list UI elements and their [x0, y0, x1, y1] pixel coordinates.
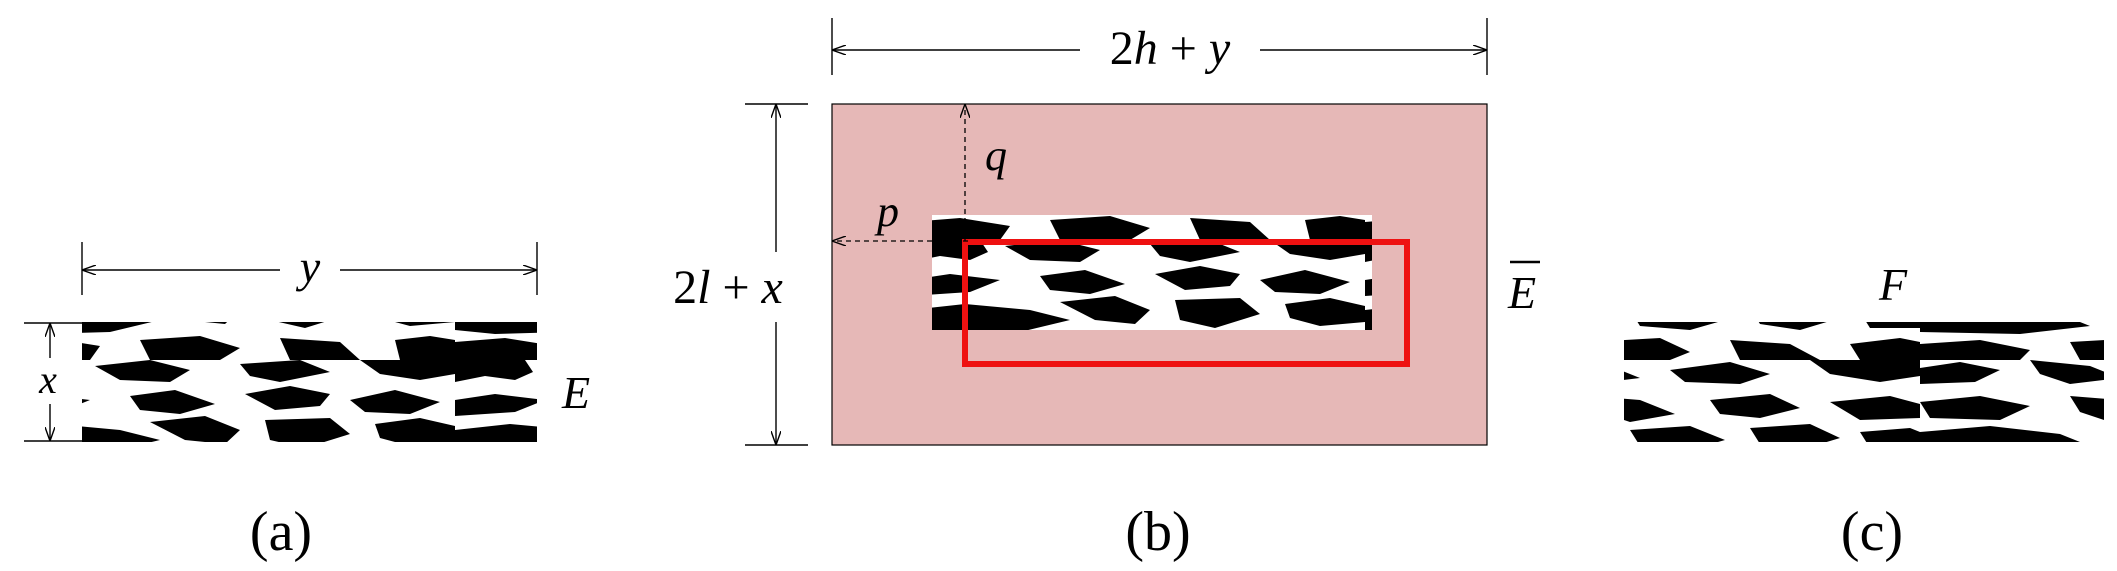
image-c-label: F	[1878, 259, 1908, 310]
image-a-label: E	[561, 367, 590, 418]
caption-b: (b)	[1125, 501, 1190, 563]
dim-a-width-label: y	[296, 241, 321, 292]
panel-c: F (c)	[1624, 259, 2104, 563]
dim-b-height-label: 2l + x	[673, 261, 783, 314]
offset-q-label: q	[985, 131, 1007, 180]
texture-f-image	[1624, 322, 2104, 442]
texture-e-image	[82, 322, 537, 442]
caption-c: (c)	[1841, 501, 1903, 563]
caption-a: (a)	[250, 501, 312, 563]
dim-a-height-label: x	[38, 357, 57, 402]
panel-a: y x E (a)	[24, 241, 590, 563]
image-b-label: E	[1507, 267, 1536, 318]
panel-b: p q 2h + y 2l + x E (b)	[673, 18, 1540, 563]
texture-e-embedded	[932, 215, 1372, 330]
offset-p-label: p	[874, 187, 899, 236]
sliding-window	[962, 239, 1410, 367]
dim-b-width-label: 2h + y	[1110, 22, 1231, 75]
